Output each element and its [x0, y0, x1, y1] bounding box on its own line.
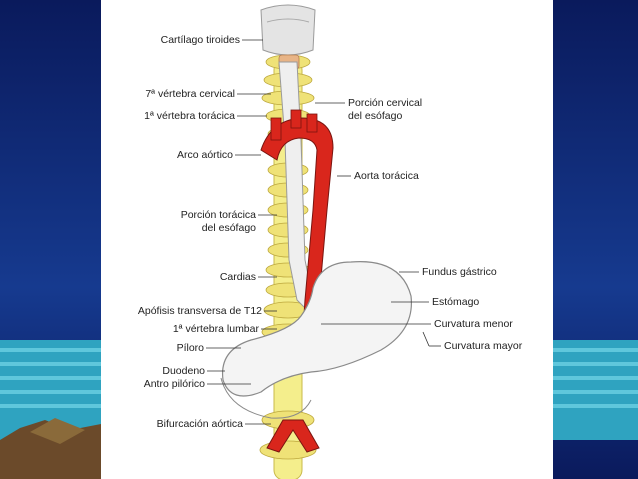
label-gastric-fundus: Fundus gástrico	[422, 266, 497, 278]
label-7th-cervical-vertebra: 7ª vértebra cervical	[145, 88, 235, 100]
label-cardias: Cardias	[219, 271, 256, 283]
label-duodenum: Duodeno	[162, 365, 205, 377]
water-band-right	[553, 340, 638, 440]
label-aortic-arch: Arco aórtico	[176, 149, 233, 161]
label-cervical-portion-line1: Porción cervical	[348, 97, 423, 109]
label-pyloric-antrum: Antro pilórico	[143, 378, 205, 390]
label-pylorus: Píloro	[176, 342, 204, 354]
label-1st-lumbar-vertebra: 1ª vértebra lumbar	[172, 323, 259, 335]
label-aortic-bifurcation: Bifurcación aórtica	[156, 418, 243, 430]
label-thyroid-cartilage: Cartílago tiroides	[160, 34, 240, 46]
water-band-left	[0, 340, 101, 479]
label-transverse-process-t12: Apófisis transversa de T12	[137, 305, 262, 317]
label-thoracic-aorta: Aorta torácica	[354, 170, 419, 182]
leader-lines	[206, 39, 441, 425]
label-thoracic-portion-line1: Porción torácica	[180, 209, 256, 221]
label-greater-curvature: Curvatura mayor	[444, 340, 523, 352]
label-cervical-portion-line2: del esófago	[348, 110, 403, 122]
label-lesser-curvature: Curvatura menor	[434, 318, 513, 330]
anatomy-illustration	[206, 4, 441, 479]
label-thoracic-portion-line2: del esófago	[201, 222, 256, 234]
label-stomach: Estómago	[432, 296, 480, 308]
stomach	[220, 261, 413, 419]
diagram-panel: Cartílago tiroides 7ª vértebra cervical …	[101, 0, 553, 479]
label-1st-thoracic-vertebra: 1ª vértebra torácica	[144, 110, 235, 122]
